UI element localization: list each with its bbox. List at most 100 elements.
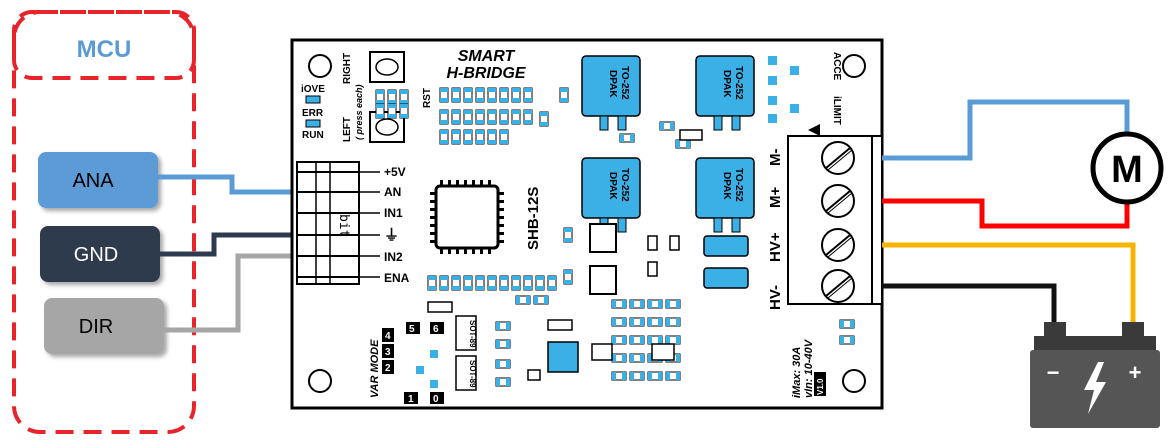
dir-label: DIR	[79, 316, 113, 338]
fuse-1	[703, 235, 749, 257]
pin-label-gnd: ⏚	[384, 227, 399, 244]
led-label-iove: iOVE	[301, 84, 325, 95]
dpak-3-line1: DPAK	[607, 172, 618, 200]
pin-label-in2: IN2	[384, 250, 403, 264]
h-bridge-board: RIGHT ( press each) LEFT RST iOVE ERR RU…	[290, 38, 884, 410]
ana-label: ANA	[72, 170, 114, 192]
imax-label: iMax: 30A	[791, 347, 803, 398]
mcu-block: MCU ANA GND DIR	[12, 10, 196, 434]
var-pin-3: 3	[385, 347, 391, 358]
ilimit-label: iLIMIT	[831, 96, 842, 125]
dpak-1-line2: TO-252	[619, 66, 630, 100]
var-pin-4: 4	[385, 331, 391, 342]
gnd-box	[40, 226, 160, 282]
mcu-title-box	[12, 10, 196, 80]
diode-1	[427, 301, 453, 313]
pin-traces	[360, 171, 380, 278]
led-err	[305, 119, 321, 128]
button-right-cap	[375, 58, 399, 76]
motor: M	[1090, 131, 1164, 205]
terminal-label-m-plus: M+	[767, 187, 784, 208]
button-right-label: RIGHT	[342, 53, 353, 84]
wire-m-plus	[882, 198, 1130, 229]
button-left-cap	[375, 118, 399, 136]
press-each-label: ( press each)	[354, 84, 364, 140]
pin-label-5v: +5V	[384, 165, 406, 179]
var-mode-label: VAR MODE	[369, 339, 381, 398]
led-label-run: RUN	[302, 130, 324, 141]
arrow-indicator	[808, 124, 820, 136]
motor-body	[1090, 131, 1164, 205]
lightning-icon	[1084, 362, 1106, 414]
dpak-4-line1: DPAK	[721, 172, 732, 200]
pin-label-in1: IN1	[384, 206, 403, 220]
terminal-label-hv-minus: HV-	[767, 285, 784, 310]
dpak-1-line1: DPAK	[607, 70, 618, 98]
mcu-chip-pins	[430, 180, 504, 254]
sot89-2: SOT-89	[455, 355, 477, 391]
wire-gnd	[160, 232, 300, 257]
led-iove	[305, 95, 321, 104]
model-label: SHB-12S	[525, 187, 542, 250]
terminal-screws	[821, 141, 855, 303]
mount-hole-tl	[308, 54, 332, 78]
pin-label-an: AN	[384, 185, 401, 199]
var-pin-1: 1	[408, 394, 414, 405]
ana-box	[38, 152, 158, 208]
dpak-2: DPAK TO-252	[695, 55, 755, 131]
dpak-4-line2: TO-252	[733, 168, 744, 202]
dpak-4: DPAK TO-252	[695, 157, 755, 233]
rst-label: RST	[422, 88, 433, 108]
dpak-2-line1: DPAK	[721, 70, 732, 98]
small-ic-1	[589, 223, 617, 253]
sot89-1-label: SOT-89	[468, 320, 477, 348]
dpak-1: DPAK TO-252	[581, 55, 641, 131]
wire-dir	[164, 253, 300, 333]
button-left[interactable]	[369, 111, 405, 143]
battery-plus: +	[1129, 360, 1142, 385]
gnd-label: GND	[74, 244, 118, 266]
diode-2	[547, 319, 573, 331]
battery: − +	[1030, 322, 1160, 428]
acce-label: ACCE	[831, 52, 842, 81]
wire-m-minus	[882, 99, 1130, 161]
wire-hv-minus	[882, 283, 1057, 336]
var-pin-5: 5	[409, 324, 415, 335]
pin-label-ena: ENA	[384, 271, 410, 285]
sot89-1: SOT-89	[455, 315, 477, 351]
mcu-border	[12, 10, 196, 434]
fuse-2	[703, 267, 749, 289]
battery-terminal-pos	[1122, 322, 1144, 338]
version-badge	[814, 372, 826, 396]
button-left-label: LEFT	[342, 117, 353, 142]
var-pin-6: 6	[433, 324, 439, 335]
terminal-labels: M- M+ HV+ HV-	[767, 149, 784, 311]
sot89-2-label: SOT-89	[468, 360, 477, 388]
header-label: bit	[336, 214, 351, 237]
var-pin-2: 2	[385, 363, 391, 374]
header-pin-labels: +5V AN IN1 ⏚ IN2 ENA	[384, 165, 410, 285]
dpak-3-line2: TO-252	[619, 168, 630, 202]
passive-components	[375, 87, 855, 387]
mount-hole-br	[842, 369, 866, 393]
terminal-label-m-minus: M-	[767, 149, 784, 167]
var-mode-pins: 2 3 4 5 6 1 0	[382, 322, 444, 405]
header-connector	[296, 161, 360, 285]
trim-pads	[768, 56, 799, 123]
wire-ana	[158, 174, 300, 195]
board-title-line1: SMART	[458, 48, 516, 65]
battery-top	[1034, 336, 1156, 350]
dpak-2-line2: TO-252	[733, 66, 744, 100]
wire-hv-plus	[882, 242, 1136, 336]
led-label-err: ERR	[302, 108, 324, 119]
dir-box	[44, 298, 164, 354]
battery-terminal-neg	[1044, 322, 1066, 338]
mcu-chip	[434, 184, 500, 250]
small-ic-2	[589, 265, 617, 295]
board-title-line2: H-BRIDGE	[446, 65, 526, 82]
vin-label: vIn: 10-40V	[803, 338, 815, 398]
button-right[interactable]	[369, 51, 405, 83]
mcu-title: MCU	[77, 36, 132, 63]
mount-hole-bl	[308, 369, 332, 393]
